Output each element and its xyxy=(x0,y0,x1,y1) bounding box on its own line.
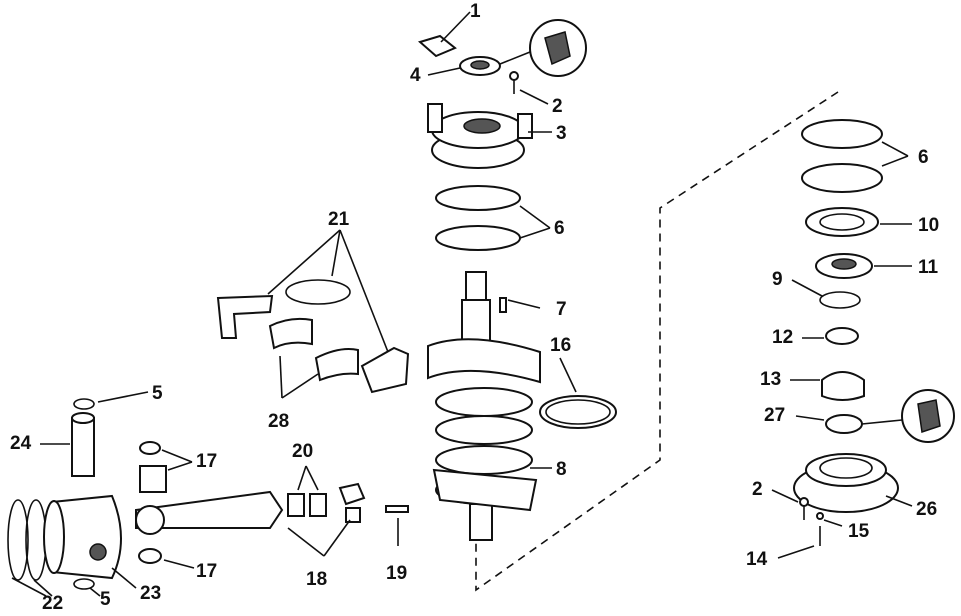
part-3-upper-bearing-housing xyxy=(427,103,552,169)
callout-24: 24 xyxy=(10,433,32,454)
part-8-crankshaft xyxy=(427,271,552,541)
callout-15: 15 xyxy=(848,521,870,542)
callout-16: 16 xyxy=(550,335,572,356)
assembly-dashed-line xyxy=(475,91,839,592)
part-12-seal-ring xyxy=(802,327,859,345)
part-17-needle-bearing-bottom xyxy=(138,548,195,569)
part-16-retaining-ring xyxy=(539,357,617,429)
callout-1: 1 xyxy=(470,1,481,22)
callout-12: 12 xyxy=(772,327,794,348)
callout-13: 13 xyxy=(760,369,782,390)
part-11-ball-bearing xyxy=(815,253,912,279)
part-6-orings-center xyxy=(435,185,551,251)
callout-3: 3 xyxy=(556,123,567,144)
part-2-screw-bottom xyxy=(771,489,809,520)
sealant-tube-icon xyxy=(499,19,587,77)
callout-4: 4 xyxy=(410,65,421,86)
callout-23: 23 xyxy=(140,583,162,604)
part-17-needle-bearing-top xyxy=(139,441,193,493)
callout-17: 17 xyxy=(196,451,218,472)
part-1-clip xyxy=(417,11,471,58)
part-10-seal-carrier xyxy=(805,207,912,237)
part-21-bearing-halves xyxy=(216,229,410,394)
callout-2: 2 xyxy=(552,96,563,117)
part-27-seal xyxy=(795,414,863,434)
callout-6-b: 6 xyxy=(918,147,929,168)
callout-5-b: 5 xyxy=(100,589,111,610)
callout-5: 5 xyxy=(152,383,163,404)
part-14-screw xyxy=(777,526,821,559)
part-23-piston xyxy=(43,494,137,589)
callout-19: 19 xyxy=(386,563,408,584)
part-4-seal xyxy=(427,56,501,76)
callout-11: 11 xyxy=(918,257,939,278)
part-24-piston-pin xyxy=(40,412,95,477)
part-20-bearing-retainers xyxy=(287,465,327,517)
part-5-pin-retainer-top xyxy=(73,391,149,410)
callout-28: 28 xyxy=(268,411,290,432)
callout-17-b: 17 xyxy=(196,561,218,582)
part-2-screw-top xyxy=(509,71,549,105)
callout-22: 22 xyxy=(42,593,64,614)
part-9-retaining-ring xyxy=(791,279,861,309)
callout-2-b: 2 xyxy=(752,479,763,500)
part-6-orings-right xyxy=(801,119,909,193)
callout-7: 7 xyxy=(556,299,567,320)
callout-21: 21 xyxy=(328,209,350,230)
part-28-needle-bearing-cages xyxy=(268,317,359,399)
callout-6: 6 xyxy=(554,218,565,239)
callout-8: 8 xyxy=(556,459,567,480)
callout-18: 18 xyxy=(306,569,328,590)
sealant-tube-icon-right xyxy=(861,389,955,443)
part-26-lower-bearing-housing xyxy=(793,453,913,513)
part-13-cap xyxy=(790,371,865,401)
callout-14: 14 xyxy=(746,549,768,570)
part-15-washer xyxy=(816,512,843,527)
callout-26: 26 xyxy=(916,499,938,520)
callout-9: 9 xyxy=(772,269,783,290)
part-18-connecting-rod xyxy=(135,482,366,557)
callout-20: 20 xyxy=(292,441,314,462)
part-5-pin-retainer-bottom xyxy=(73,578,101,597)
callout-10: 10 xyxy=(918,215,940,236)
part-19-rod-screw xyxy=(385,505,409,546)
callout-27: 27 xyxy=(764,405,786,426)
